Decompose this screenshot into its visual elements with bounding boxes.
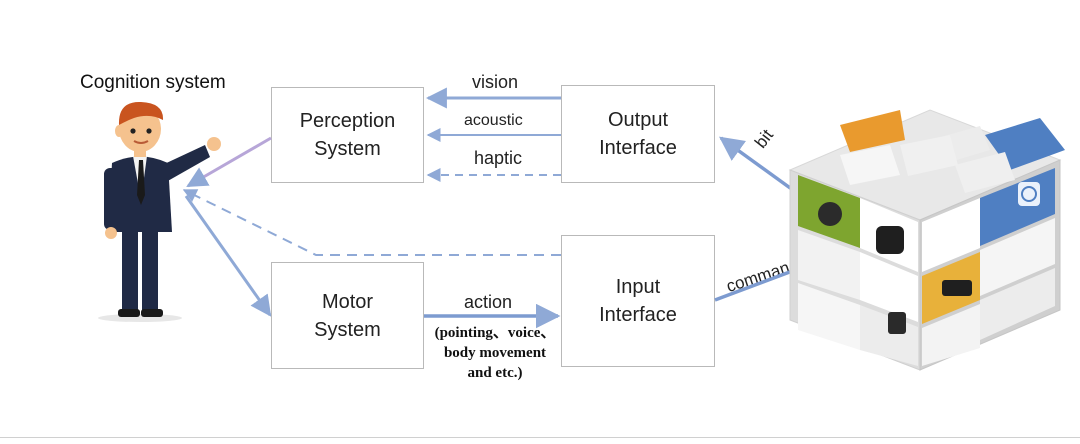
action-label: action	[464, 292, 513, 312]
output-line-2: Interface	[599, 137, 677, 159]
cognition-system-title: Cognition system	[80, 72, 226, 93]
action-detail-line-2: body movement	[443, 345, 547, 361]
input-interface-box: Input Interface	[561, 235, 715, 367]
bottom-divider	[0, 437, 1080, 438]
action-detail-line-1: (pointing、voice、	[434, 325, 556, 341]
perception-system-box: Perception System	[271, 87, 424, 183]
output-line-1: Output	[607, 109, 669, 131]
perception-line-1: Perception	[299, 110, 396, 132]
motor-line-2: System	[314, 318, 381, 341]
output-interface-box: Output Interface	[561, 85, 715, 183]
vision-label: vision	[472, 72, 519, 92]
input-line-1: Input	[615, 276, 661, 298]
person-illustration	[98, 101, 221, 322]
perception-line-2: System	[314, 138, 381, 160]
perception-to-person-arrow	[186, 136, 272, 188]
haptic-label: haptic	[474, 148, 523, 168]
feedback-dashed-arrow	[182, 189, 561, 256]
acoustic-label: acoustic	[464, 112, 523, 129]
input-line-2: Interface	[599, 304, 677, 326]
person-to-motor-arrow	[184, 195, 272, 317]
action-detail: (pointing、voice、 body movement and etc.)	[424, 323, 566, 383]
action-detail-line-3: and etc.)	[467, 365, 523, 381]
motor-line-1: Motor	[321, 290, 374, 313]
motor-system-box: Motor System	[271, 262, 424, 369]
device-cube-illustration	[788, 109, 1065, 371]
